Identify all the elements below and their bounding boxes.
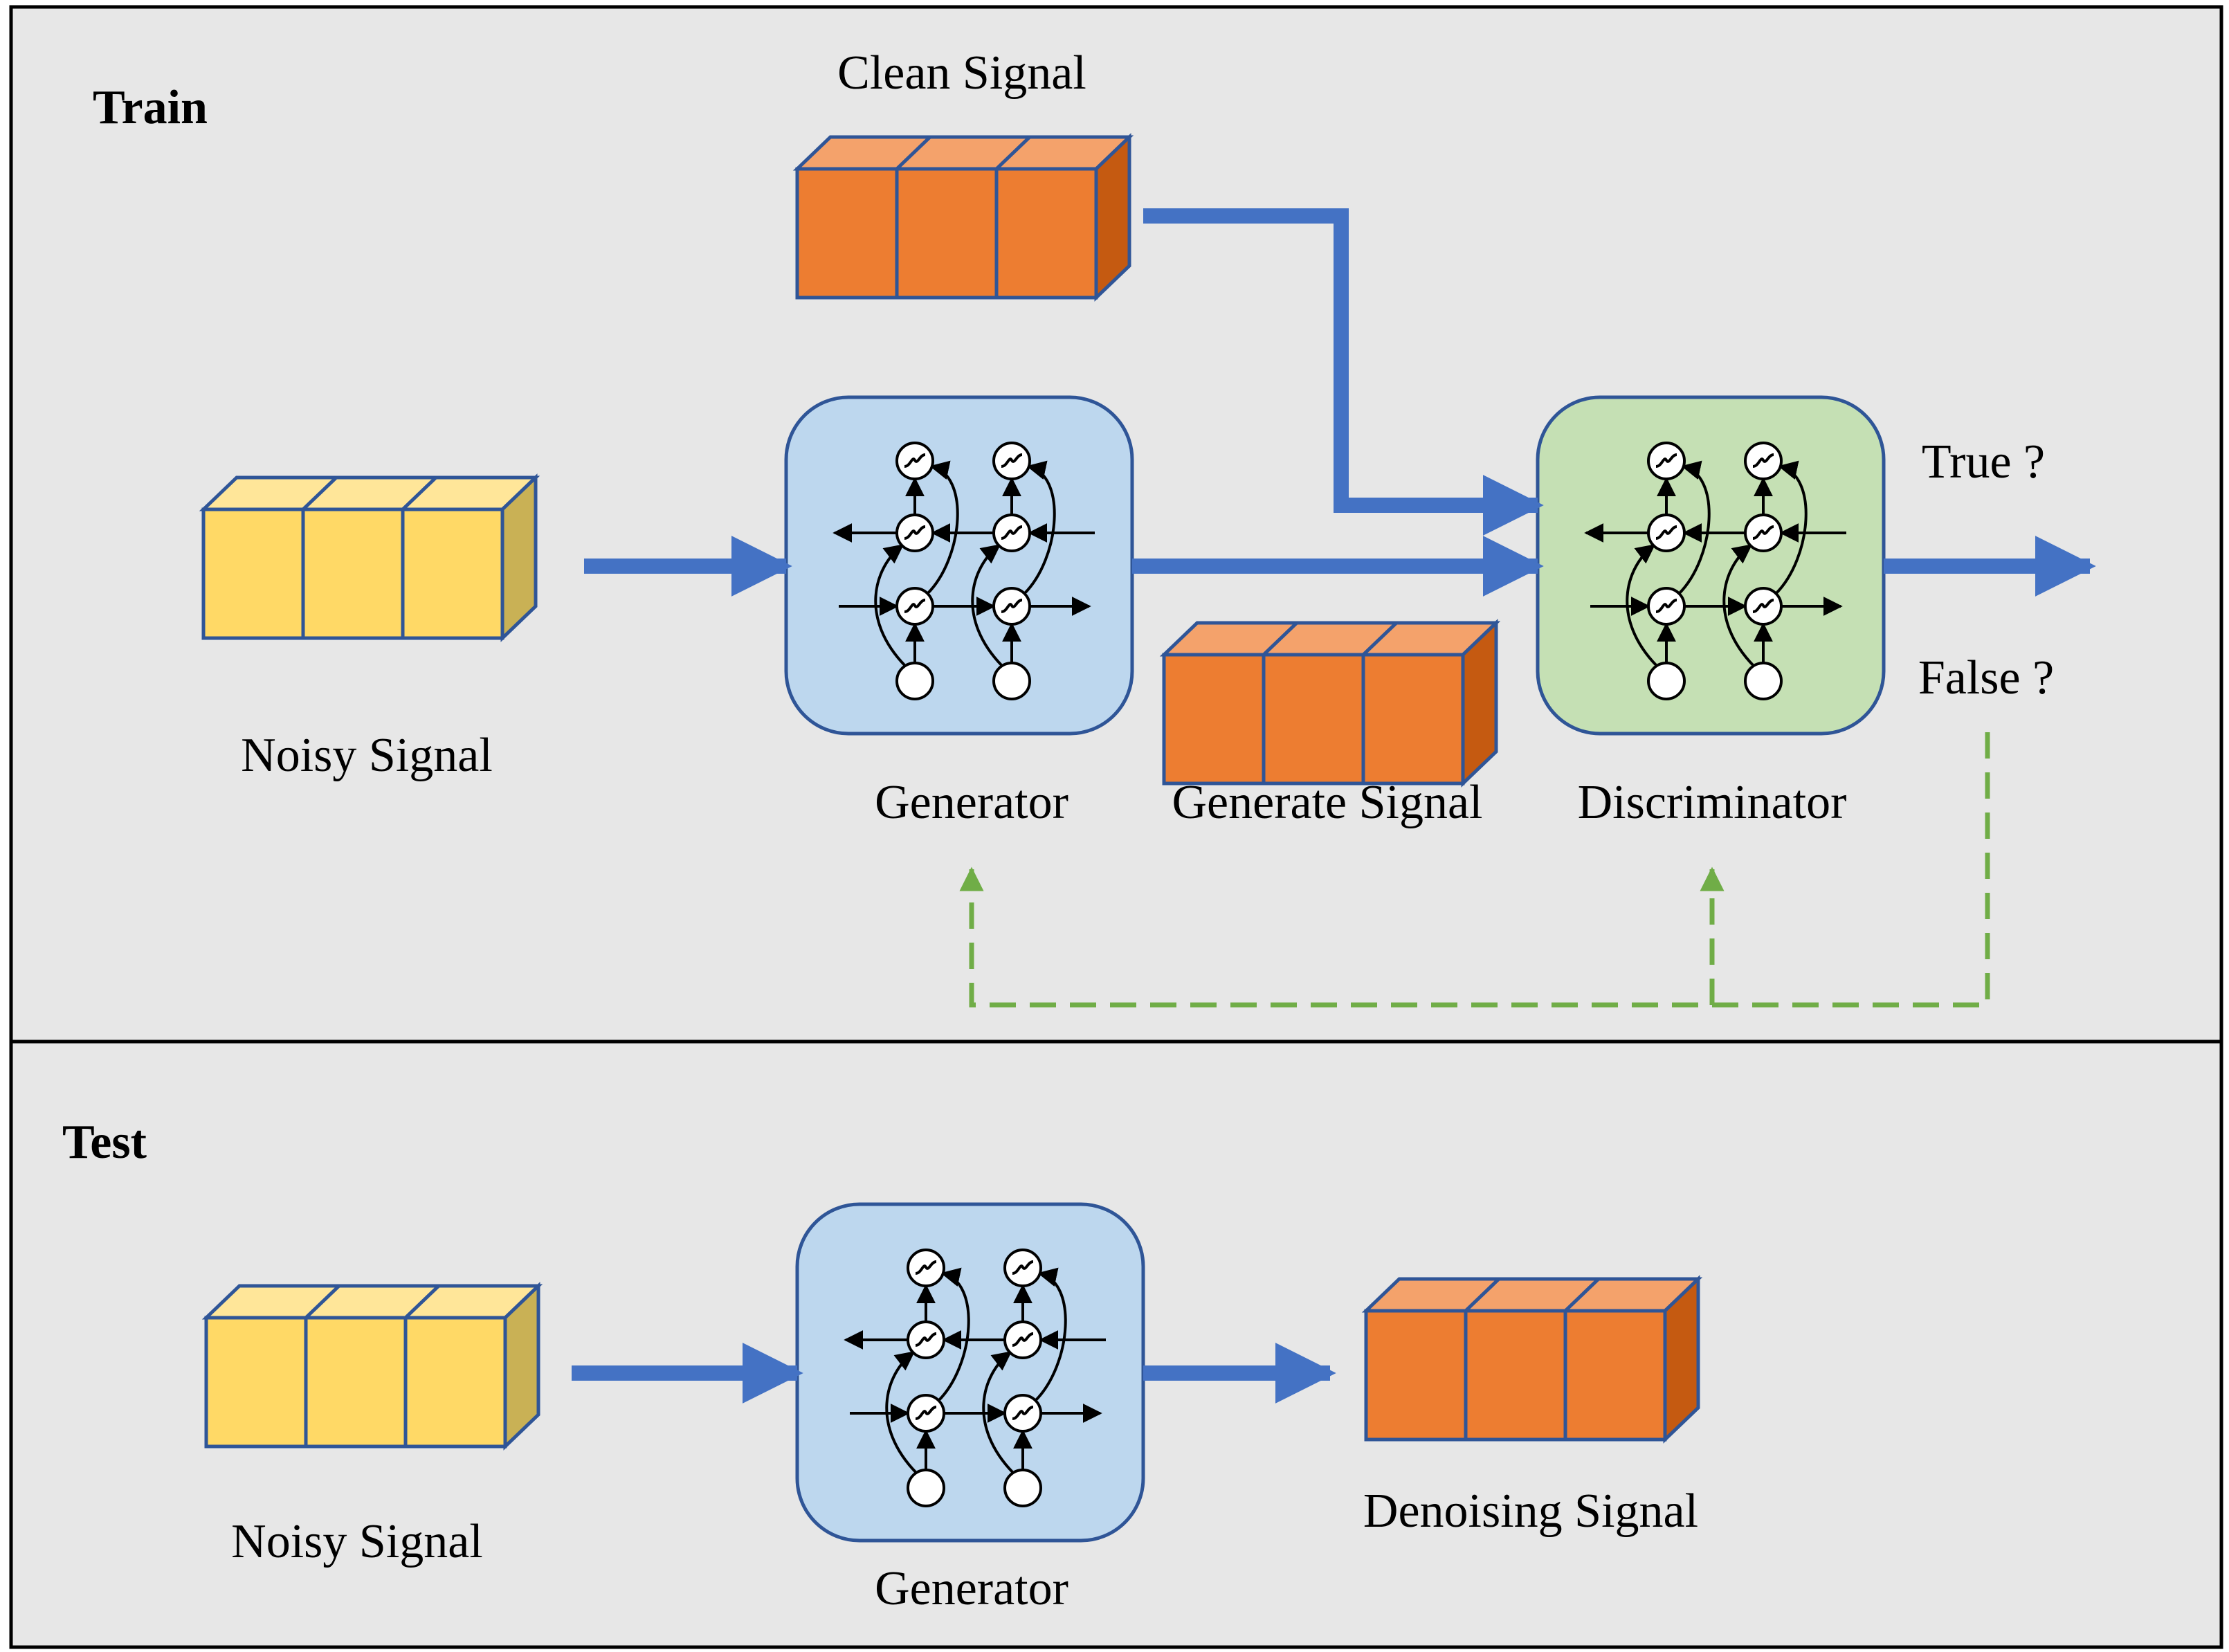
activation-node-icon (907, 1249, 945, 1287)
generator-box-test (795, 1202, 1145, 1543)
activation-node-icon (1744, 514, 1783, 552)
clean-signal-label: Clean Signal (837, 46, 1086, 100)
block-cell-front (795, 167, 899, 300)
activation-node-icon (1744, 442, 1783, 480)
activation-node-icon (907, 1320, 945, 1359)
generate-signal-label: Generate Signal (1172, 776, 1483, 829)
input-node-icon (1647, 662, 1686, 700)
activation-node-icon (1647, 587, 1686, 626)
block-cell-front (1361, 653, 1465, 786)
activation-node-icon (895, 514, 934, 552)
arrow-clean-to-discriminator (1143, 208, 1544, 536)
generator-box-train (784, 395, 1134, 736)
noisy-signal-label-test: Noisy Signal (231, 1515, 483, 1568)
test-section-title: Test (62, 1116, 147, 1169)
block-cell-front (1364, 1309, 1468, 1442)
activation-node-icon (992, 514, 1031, 552)
activation-node-icon (1003, 1320, 1042, 1359)
clean-signal-block (792, 133, 1134, 302)
denoising-signal-label: Denoising Signal (1363, 1485, 1698, 1538)
noisy-signal-block-train (199, 473, 540, 642)
block-cell-front (401, 507, 504, 640)
block-cell-front (204, 1316, 308, 1449)
activation-node-icon (1647, 442, 1686, 480)
input-node-icon (895, 662, 934, 700)
block-side (1094, 133, 1131, 302)
discriminator-rnn (1584, 442, 1846, 700)
false-output-label: False ? (1918, 651, 2054, 705)
block-cell-front (201, 507, 305, 640)
block-cell-front (994, 167, 1098, 300)
generator-label-test: Generator (875, 1562, 1068, 1615)
noisy-signal-label-train: Noisy Signal (241, 729, 493, 782)
activation-node-icon (907, 1394, 945, 1433)
train-section-title: Train (93, 81, 208, 134)
input-node-icon (992, 662, 1031, 700)
input-node-icon (1003, 1469, 1042, 1507)
input-node-icon (907, 1469, 945, 1507)
block-cell-front (1563, 1309, 1667, 1442)
block-side (500, 473, 538, 642)
noisy-signal-block-test (201, 1282, 543, 1451)
generator-rnn-test (844, 1249, 1106, 1507)
block-cell-front (895, 167, 999, 300)
block-side (503, 1282, 540, 1451)
block-side (1663, 1275, 1700, 1444)
block-cell-front (403, 1316, 507, 1449)
block-cell-front (1464, 1309, 1567, 1442)
block-cell-front (304, 1316, 408, 1449)
block-cell-front (1162, 653, 1266, 786)
activation-node-icon (1003, 1249, 1042, 1287)
discriminator-box (1536, 395, 1886, 736)
block-cell-front (1262, 653, 1365, 786)
activation-node-icon (895, 442, 934, 480)
activation-node-icon (1003, 1394, 1042, 1433)
denoising-signal-block (1361, 1275, 1703, 1444)
block-cell-front (301, 507, 405, 640)
true-output-label: True ? (1922, 435, 2045, 489)
activation-node-icon (1647, 514, 1686, 552)
block-side (1461, 619, 1498, 788)
discriminator-label: Discriminator (1578, 776, 1847, 829)
generator-rnn-train (833, 442, 1095, 700)
activation-node-icon (1744, 587, 1783, 626)
activation-node-icon (895, 587, 934, 626)
input-node-icon (1744, 662, 1783, 700)
activation-node-icon (992, 587, 1031, 626)
activation-node-icon (992, 442, 1031, 480)
generator-label-train: Generator (875, 776, 1068, 829)
feedback-path-main (959, 732, 1990, 1008)
generate-signal-block (1159, 619, 1501, 788)
